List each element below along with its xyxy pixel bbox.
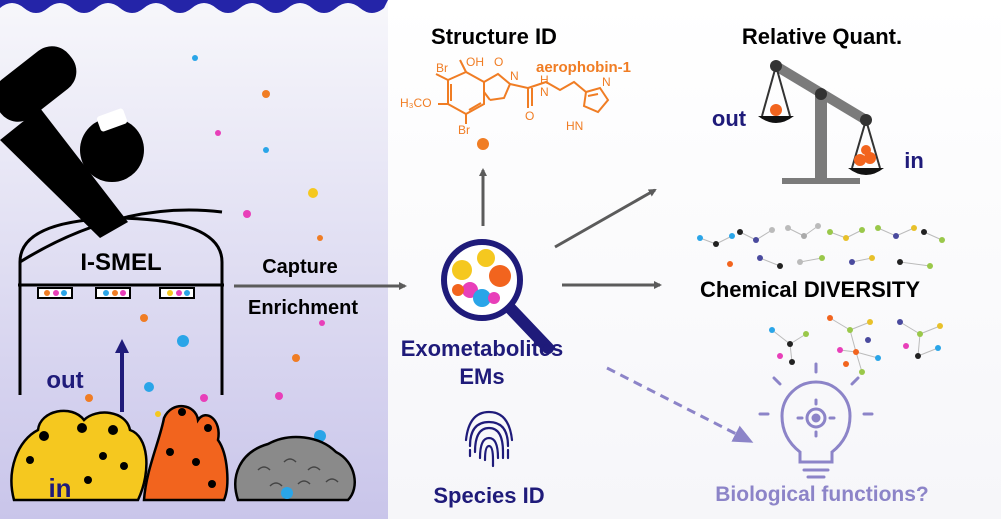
structure-atom-labels: Br OH O N H₃CO Br O N H N HN xyxy=(400,55,611,137)
biological-functions-label: Biological functions? xyxy=(715,483,929,506)
atom-label: Br xyxy=(436,61,448,75)
out-label: out xyxy=(46,367,83,394)
diver-mask xyxy=(96,108,128,132)
sorbent-cartridge xyxy=(37,287,73,299)
molecular-network-nodes-top xyxy=(697,223,945,269)
in-label: in xyxy=(48,473,71,503)
molecular-network-bottom xyxy=(771,317,941,373)
ems-label: EMs xyxy=(459,364,504,389)
quant-in-label: in xyxy=(904,148,924,173)
atom-label: O xyxy=(494,55,503,69)
yellow-sponge xyxy=(10,409,148,502)
chemical-diversity-title: Chemical DIVERSITY xyxy=(700,277,920,302)
quant-out-label: out xyxy=(712,106,747,131)
floating-metabolites xyxy=(85,55,326,496)
sorbent-cartridge xyxy=(95,287,131,299)
fingerprint-icon xyxy=(464,410,514,468)
enrichment-label: Enrichment xyxy=(248,297,358,319)
sea-surface-wave xyxy=(0,0,388,13)
orange-sponge xyxy=(142,405,229,502)
balance-scale-icon xyxy=(758,60,884,184)
relative-quant-title: Relative Quant. xyxy=(742,24,902,49)
magnifying-glass-icon xyxy=(441,239,554,354)
atom-label: N xyxy=(540,85,549,99)
capture-label: Capture xyxy=(262,256,338,278)
atom-label: H xyxy=(540,73,549,87)
structure-metabolite-dot xyxy=(477,138,489,150)
species-id-label: Species ID xyxy=(433,483,544,508)
exometabolites-label: Exometabolites xyxy=(401,336,564,361)
diver-tank xyxy=(0,46,77,122)
aerophobin-1-structure xyxy=(435,59,610,124)
atom-label: HN xyxy=(566,119,583,133)
molecular-network-nodes-bottom xyxy=(769,315,943,375)
grey-rock xyxy=(234,435,356,502)
diver-head xyxy=(80,118,144,182)
arrow-to-quant xyxy=(554,188,657,249)
diver-body xyxy=(0,108,128,238)
device-label: I-SMEL xyxy=(80,249,161,276)
compound-name: aerophobin-1 xyxy=(536,59,631,76)
atom-label: H₃CO xyxy=(400,96,432,110)
structure-id-title: Structure ID xyxy=(431,24,557,49)
sorbent-cartridge xyxy=(159,287,195,299)
atom-label: N xyxy=(602,75,611,89)
arrow-to-bio-functions xyxy=(606,366,754,443)
atom-label: N xyxy=(510,69,519,83)
atom-label: O xyxy=(525,109,534,123)
i-smel-device: I-SMEL xyxy=(18,208,224,395)
diver-icon xyxy=(0,46,144,238)
atom-label: OH xyxy=(466,55,484,69)
dome-outline xyxy=(18,216,224,285)
atom-label: Br xyxy=(458,123,470,137)
lightbulb-gear-icon xyxy=(758,362,874,479)
